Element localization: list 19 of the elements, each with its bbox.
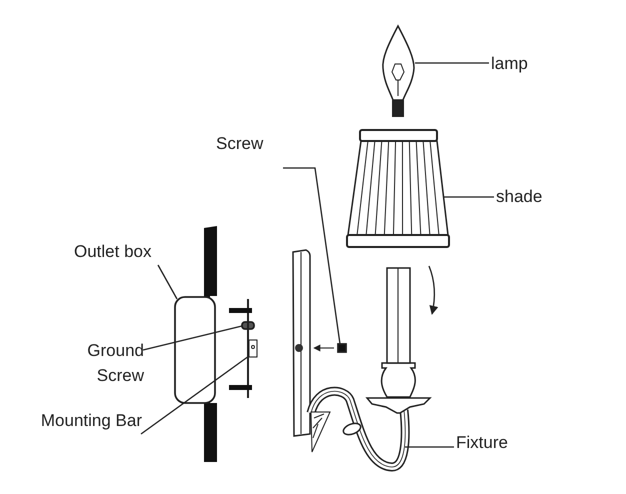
leader-line — [157, 264, 178, 300]
part-label: Outlet box — [74, 239, 164, 264]
wall-fixture-drawing — [292, 249, 432, 472]
part-label: Ground Screw — [60, 338, 144, 388]
leader-line — [444, 196, 494, 198]
part-label: shade — [496, 184, 566, 209]
mounting-bar-drawing — [229, 299, 258, 398]
part-label: Mounting Bar — [20, 408, 142, 433]
part-label: lamp — [491, 51, 551, 76]
part-label: Screw — [216, 131, 286, 156]
leader-line — [415, 62, 489, 64]
leader-line — [283, 167, 341, 344]
lampshade-drawing — [346, 129, 450, 248]
leader-line — [142, 325, 242, 351]
light-bulb-drawing — [382, 25, 415, 117]
leader-line — [140, 355, 250, 435]
part-label: Fixture — [456, 430, 526, 455]
outlet-box — [174, 296, 216, 404]
leader-line — [405, 446, 454, 448]
